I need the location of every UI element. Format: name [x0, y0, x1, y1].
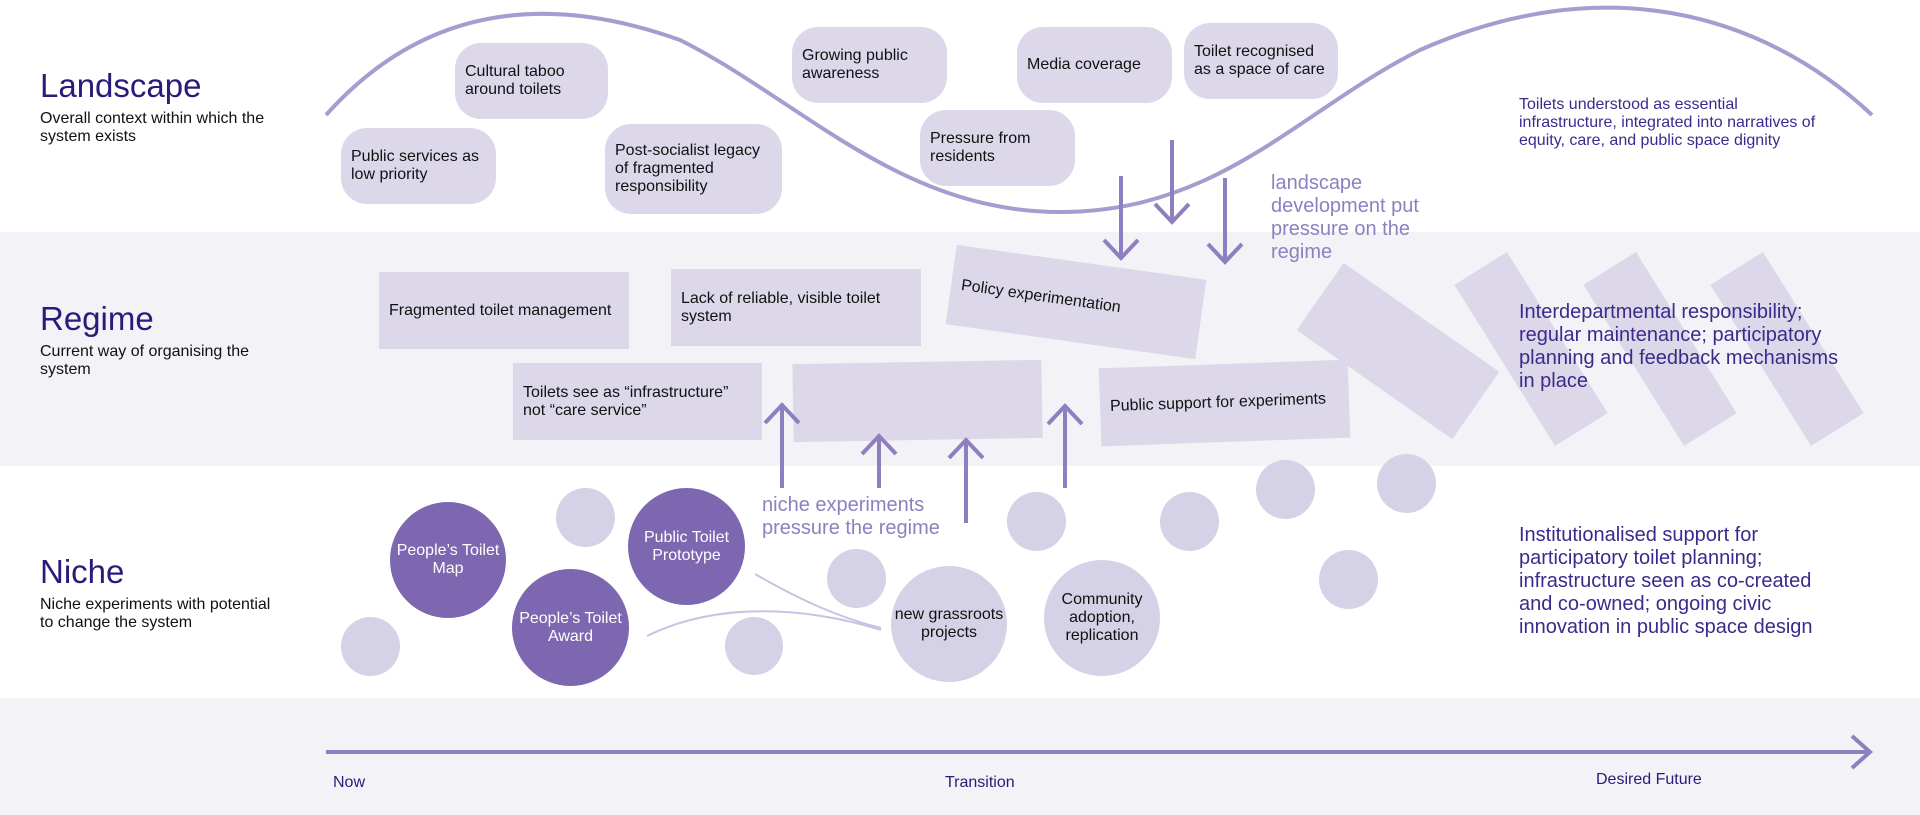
regime-title: Regime [40, 300, 154, 337]
down-arrow [1206, 178, 1244, 265]
niche-title: Niche [40, 553, 125, 590]
landscape-item-pressure-residents: Pressure from residents [920, 110, 1075, 186]
niche-item-toilet-map: People’s Toilet Map [390, 502, 506, 618]
niche-deco-circle [1256, 460, 1315, 519]
future-landscape: Toilets understood as essential infrastr… [1519, 96, 1816, 149]
landscape-item-media-coverage: Media coverage [1017, 27, 1172, 103]
timeline-transition: Transition [945, 774, 1015, 791]
niche-deco-circle [556, 488, 615, 547]
landscape-pressure-annotation: landscape development put pressure on th… [1271, 172, 1419, 263]
niche-deco-circle [725, 617, 783, 675]
niche-pressure-annotation: niche experiments pressure the regime [762, 494, 940, 539]
landscape-item-public-services: Public services as low priority [341, 128, 496, 204]
regime-item-infrastructure-not-care: Toilets see as “infrastructure” not “car… [513, 363, 762, 440]
niche-deco-circle [1377, 454, 1436, 513]
future-niche: Institutionalised support for participat… [1519, 524, 1813, 638]
niche-item-community-adoption: Community adoption, replication [1044, 560, 1160, 676]
landscape-item-cultural-taboo: Cultural taboo around toilets [455, 43, 608, 119]
regime-item-fragmented: Fragmented toilet management [379, 272, 629, 349]
future-regime: Interdepartmental responsibility; regula… [1519, 301, 1839, 392]
niche-deco-circle [827, 549, 886, 608]
up-arrow [763, 402, 801, 488]
up-arrow [860, 433, 898, 488]
timeline-band [0, 698, 1920, 815]
regime-item-lack-of-system: Lack of reliable, visible toilet system [671, 269, 921, 346]
niche-item-grassroots: new grassroots projects [891, 566, 1007, 682]
connector-line [646, 610, 882, 637]
landscape-item-post-socialist-legacy: Post-socialist legacy of fragmented resp… [605, 124, 782, 214]
niche-item-toilet-prototype: Public Toilet Prototype [628, 488, 745, 605]
landscape-level-label: Landscape Overall context within which t… [40, 68, 280, 146]
up-arrow [1046, 403, 1084, 488]
niche-deco-circle [1319, 550, 1378, 609]
regime-description: Current way of organising the system [40, 343, 249, 378]
niche-deco-circle [1160, 492, 1219, 551]
niche-item-toilet-award: People’s Toilet Award [512, 569, 629, 686]
down-arrow [1102, 176, 1140, 261]
timeline-desired-future: Desired Future [1596, 771, 1702, 788]
timeline-arrow [326, 734, 1874, 770]
landscape-item-public-awareness: Growing public awareness [792, 27, 947, 103]
niche-deco-circle [1007, 492, 1066, 551]
landscape-description: Overall context within which the system … [40, 110, 265, 145]
niche-level-label: Niche Niche experiments with potential t… [40, 554, 280, 632]
niche-deco-circle [341, 617, 400, 676]
niche-description: Niche experiments with potential to chan… [40, 596, 271, 631]
landscape-item-toilet-care: Toilet recognised as a space of care [1184, 23, 1338, 99]
connector-line [754, 573, 882, 629]
landscape-title: Landscape [40, 67, 202, 104]
down-arrow [1153, 140, 1191, 225]
timeline-now: Now [333, 774, 366, 791]
up-arrow [947, 437, 985, 523]
regime-level-label: Regime Current way of organising the sys… [40, 301, 280, 379]
